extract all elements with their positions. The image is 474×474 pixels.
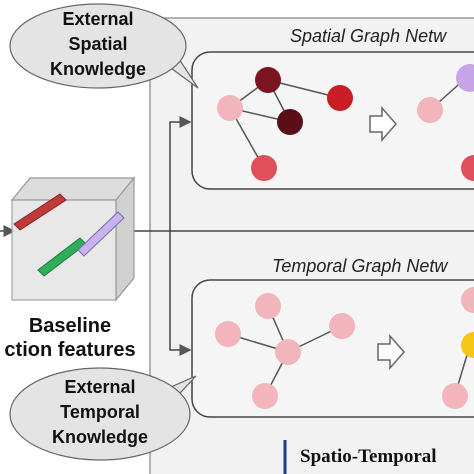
temporal-node-edge-top [461, 287, 474, 313]
spatial-node-red-right [327, 85, 353, 111]
temporal-node-4 [275, 339, 301, 365]
temporal-node-5 [252, 383, 278, 409]
to-temporal-line [169, 231, 192, 356]
temporal-knowledge-line3: Knowledge [52, 427, 148, 447]
hollow-right-arrow-icon [369, 106, 397, 142]
spatial-node-red-bottom [251, 155, 277, 181]
feature-cube-icon [10, 176, 136, 302]
temporal-node-yellow [461, 332, 474, 358]
spatial-node-pink [217, 95, 243, 121]
spatial-node-dark-top [255, 67, 281, 93]
temporal-node-edge-right [442, 383, 468, 409]
temporal-knowledge-bubble [9, 367, 191, 461]
temporal-knowledge-line2: Temporal [60, 402, 140, 422]
spatial-node-pink-right [417, 97, 443, 123]
spatial-node-purple-right [456, 64, 474, 92]
temporal-node-2 [215, 321, 241, 347]
spatial-node-dark-mid [277, 109, 303, 135]
hollow-right-arrow-icon [377, 334, 405, 370]
spatial-knowledge-bubble [9, 3, 187, 89]
temporal-node-3 [329, 313, 355, 339]
temporal-graph-box [191, 279, 474, 418]
temporal-node-1 [255, 293, 281, 319]
spatial-node-red-edge [461, 155, 474, 181]
temporal-knowledge-line1: External [64, 377, 135, 397]
spatial-knowledge-line2: Spatial [68, 34, 127, 54]
baseline-label: Baseline [29, 315, 111, 337]
to-spatial-line [169, 116, 192, 231]
spatial-graph-title: Spatial Graph Netw [290, 26, 447, 46]
st-box-label: Spatio-Temporal [300, 446, 437, 467]
spatial-knowledge-line3: Knowledge [50, 59, 146, 79]
baseline-label-2: ction features [4, 339, 135, 361]
spatial-knowledge-line1: External [62, 9, 133, 29]
temporal-graph-title: Temporal Graph Netw [272, 256, 448, 276]
